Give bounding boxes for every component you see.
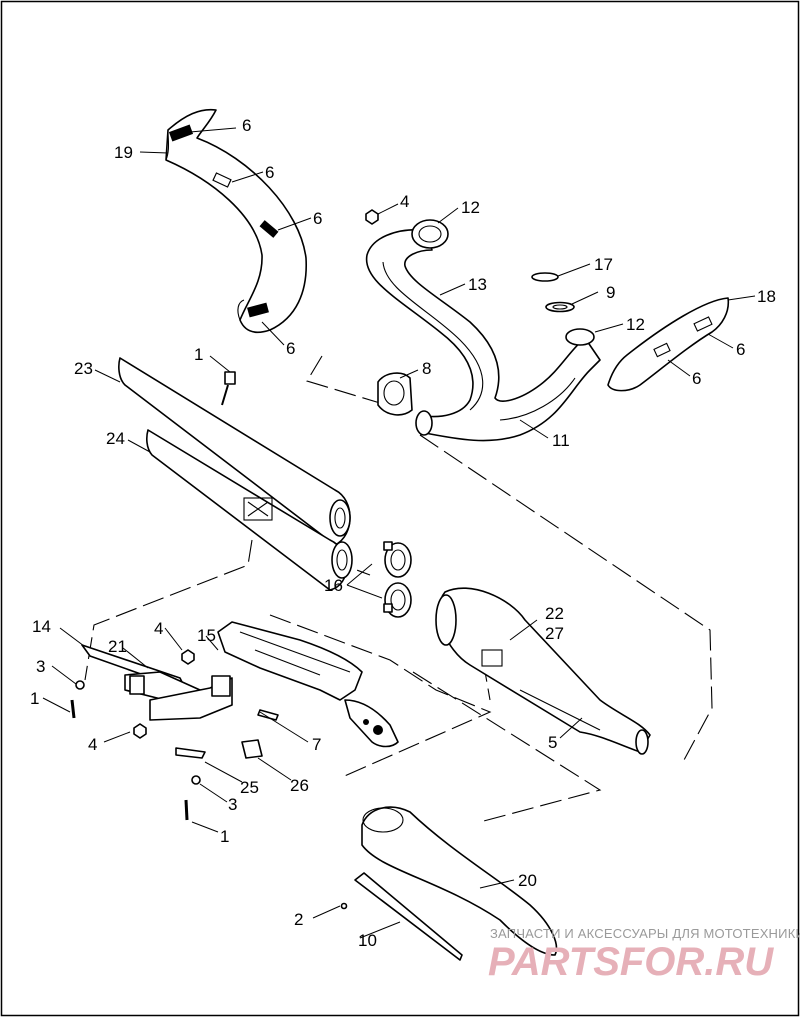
callout-16: 16 bbox=[324, 576, 343, 595]
exhaust-header-pipes bbox=[365, 209, 601, 442]
callout-21: 21 bbox=[108, 637, 127, 656]
bracket-assembly-15 bbox=[217, 621, 399, 748]
watermark-logo: PARTSFOR.RU bbox=[488, 940, 774, 984]
callout-7: 7 bbox=[312, 735, 321, 754]
callout-6: 6 bbox=[736, 340, 745, 359]
mount-bracket-left bbox=[70, 644, 279, 821]
callout-2: 2 bbox=[294, 910, 303, 929]
callout-15: 15 bbox=[197, 626, 216, 645]
watermark: ЗАПЧАСТИ И АКСЕССУАРЫ ДЛЯ МОТОТЕХНИКИ PA… bbox=[488, 926, 800, 984]
callout-1: 1 bbox=[30, 689, 39, 708]
callout-1: 1 bbox=[194, 345, 203, 364]
leader-lines bbox=[42, 127, 756, 939]
muffler-right bbox=[435, 587, 651, 755]
front-heat-shield bbox=[165, 108, 307, 334]
callout-9: 9 bbox=[606, 283, 615, 302]
callout-4: 4 bbox=[88, 735, 97, 754]
clamp-8 bbox=[377, 372, 413, 416]
callout-5: 5 bbox=[548, 733, 557, 752]
callout-24: 24 bbox=[106, 429, 125, 448]
watermark-tagline: ЗАПЧАСТИ И АКСЕССУАРЫ ДЛЯ МОТОТЕХНИКИ bbox=[490, 926, 800, 941]
callout-11: 11 bbox=[552, 431, 570, 450]
clamps-16 bbox=[383, 541, 412, 618]
callout-1: 1 bbox=[220, 827, 229, 846]
callout-6: 6 bbox=[313, 209, 322, 228]
callout-20: 20 bbox=[518, 871, 537, 890]
callout-6: 6 bbox=[692, 369, 701, 388]
callout-12: 12 bbox=[626, 315, 645, 334]
callout-6: 6 bbox=[242, 116, 251, 135]
callout-26: 26 bbox=[290, 776, 309, 795]
callout-8: 8 bbox=[422, 359, 431, 378]
rear-heat-shield bbox=[607, 297, 730, 392]
callout-10: 10 bbox=[358, 931, 377, 950]
callout-18: 18 bbox=[757, 287, 776, 306]
callout-27: 27 bbox=[545, 624, 564, 643]
callout-23: 23 bbox=[74, 359, 93, 378]
callout-17: 17 bbox=[594, 255, 613, 274]
callout-12: 12 bbox=[461, 198, 480, 217]
callout-4: 4 bbox=[400, 192, 409, 211]
callout-14: 14 bbox=[32, 617, 51, 636]
callout-22: 22 bbox=[545, 604, 564, 623]
callout-13: 13 bbox=[468, 275, 487, 294]
callout-3: 3 bbox=[36, 657, 45, 676]
muffler-upper-pair bbox=[118, 357, 353, 591]
callout-3: 3 bbox=[228, 795, 237, 814]
callout-4: 4 bbox=[154, 619, 163, 638]
callout-labels: 6 19 6 6 6 4 12 13 17 9 12 18 6 6 1 23 8… bbox=[30, 116, 776, 950]
lower-shield bbox=[340, 806, 558, 961]
callout-25: 25 bbox=[240, 778, 259, 797]
callout-19: 19 bbox=[114, 143, 133, 162]
callout-6: 6 bbox=[286, 339, 295, 358]
callout-6: 6 bbox=[265, 163, 274, 182]
